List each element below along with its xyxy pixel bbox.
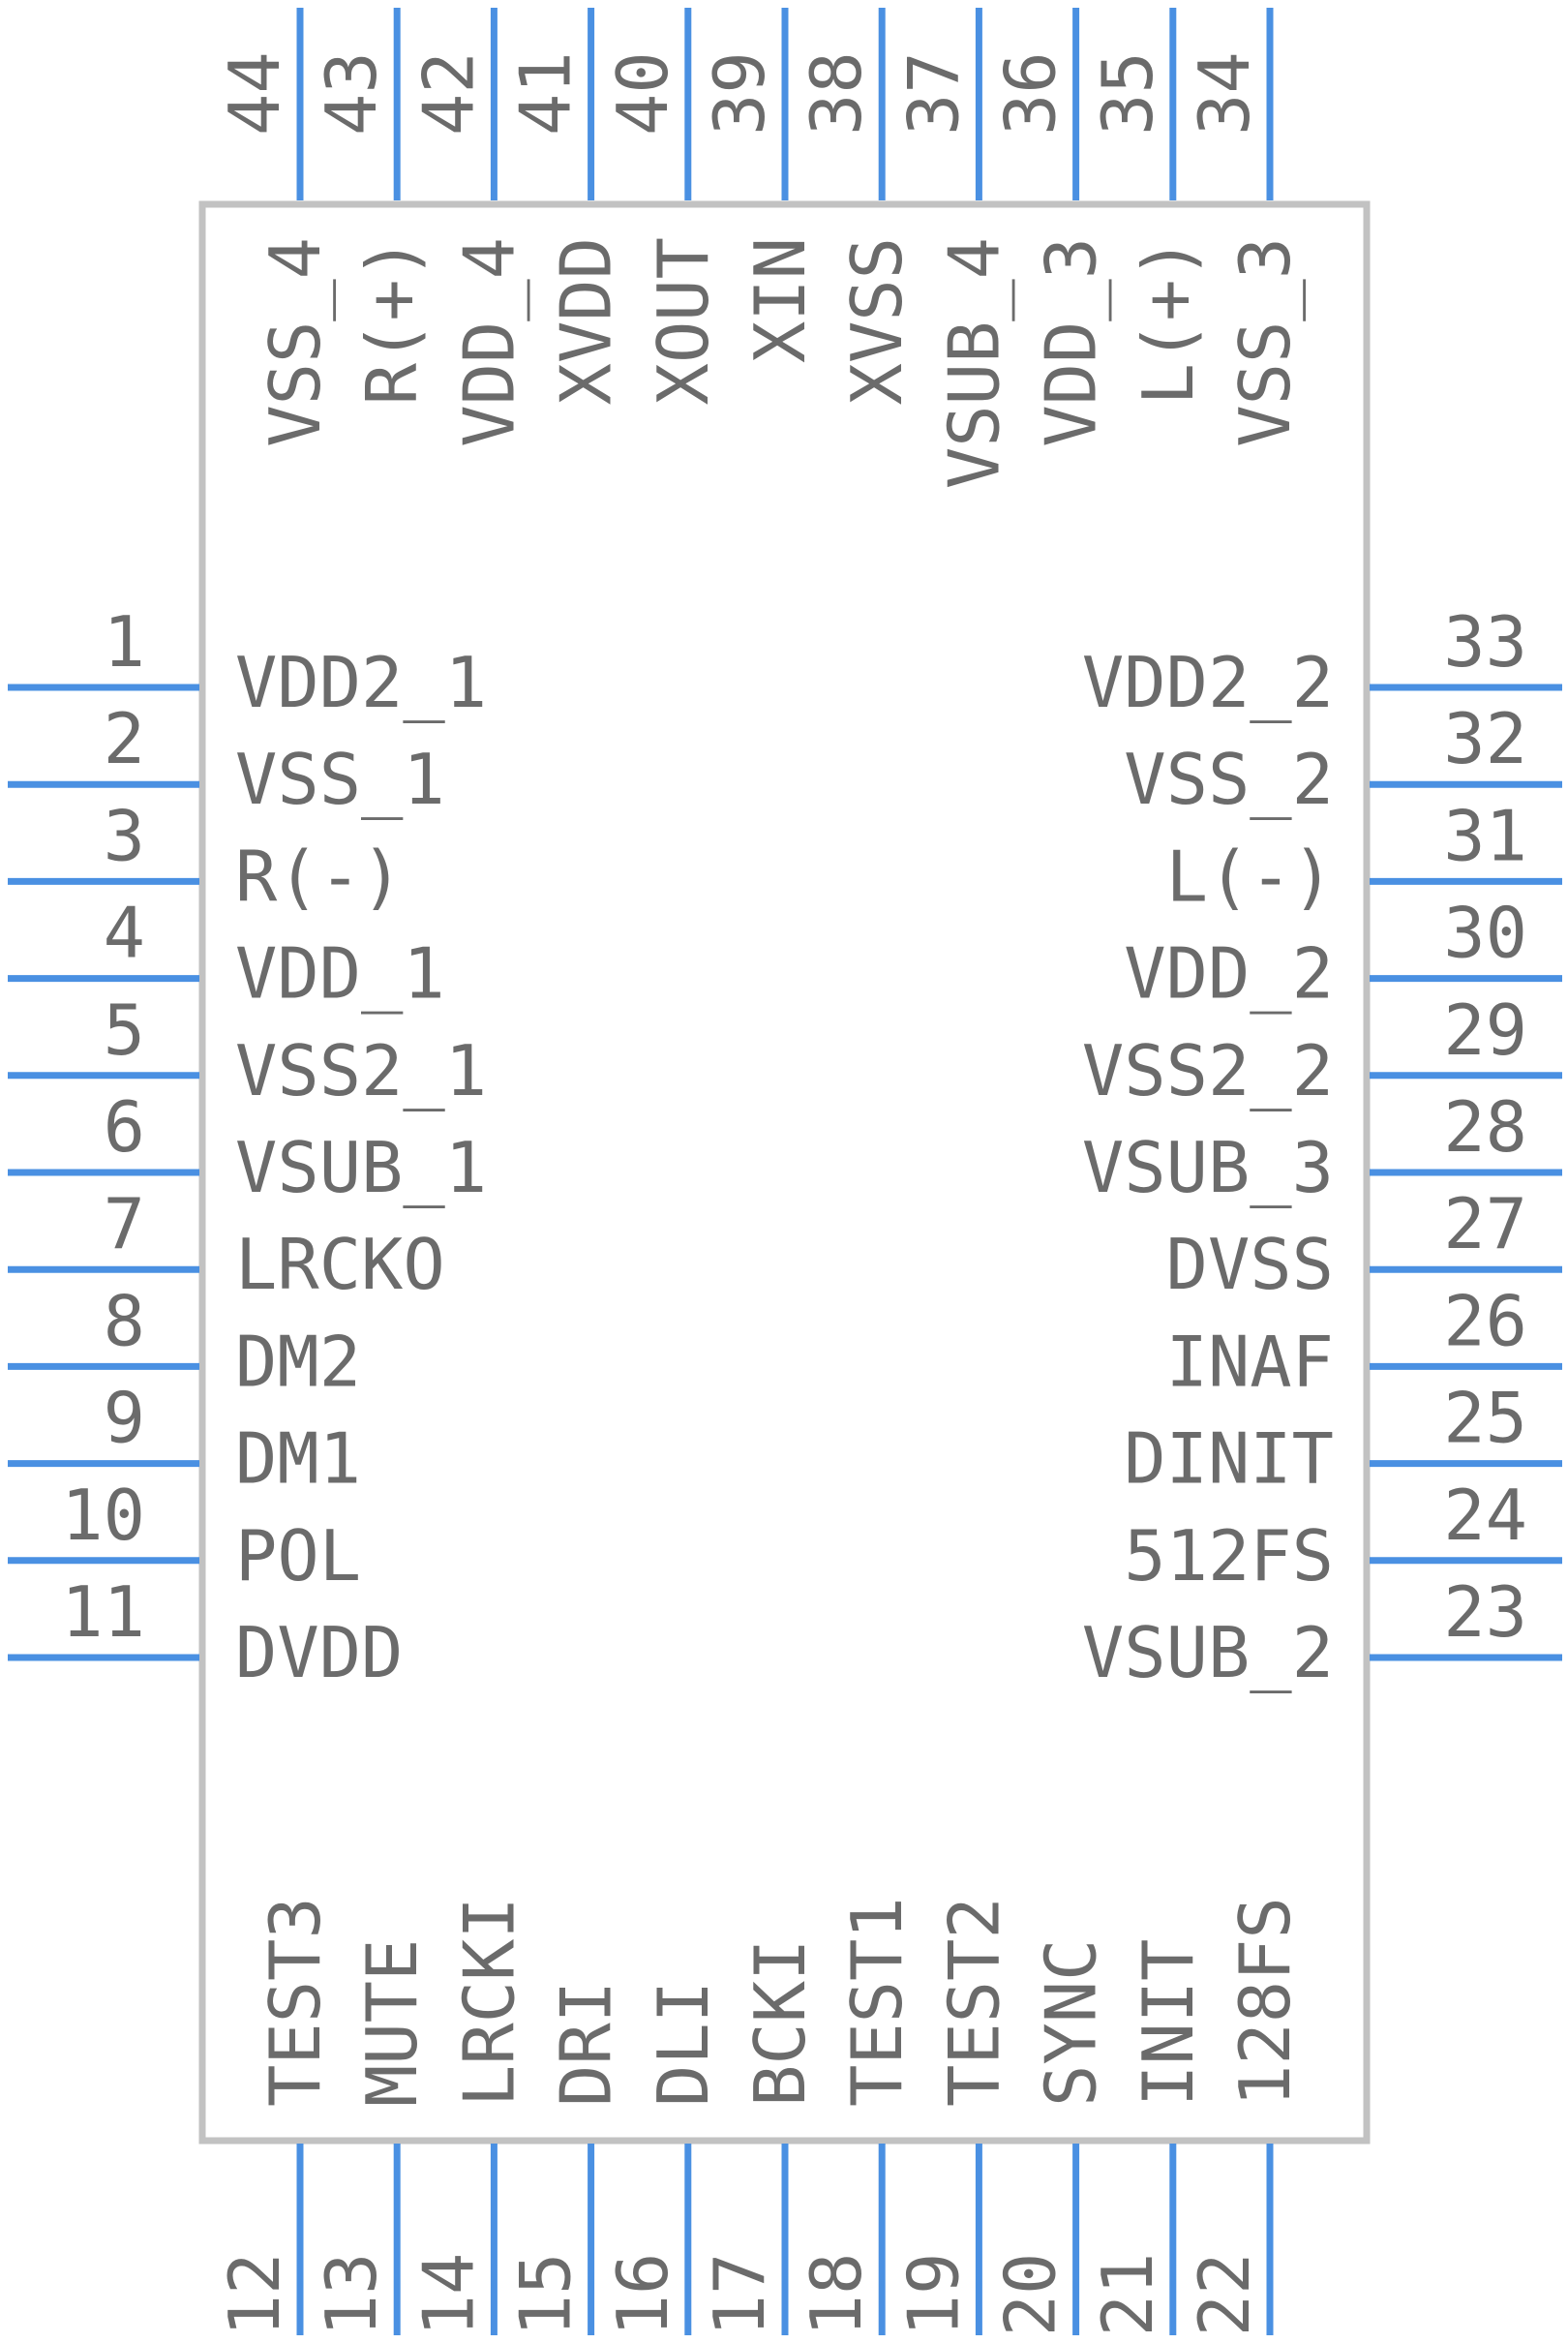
pin-number-28: 28 bbox=[1443, 1086, 1527, 1168]
pin-number-36: 36 bbox=[990, 51, 1071, 136]
pin-number-4: 4 bbox=[104, 893, 145, 974]
pin-number-24: 24 bbox=[1443, 1475, 1527, 1556]
pin-number-34: 34 bbox=[1184, 51, 1265, 136]
pin-number-30: 30 bbox=[1443, 893, 1527, 974]
pin-number-6: 6 bbox=[104, 1086, 145, 1168]
pin-label-38: XVSS bbox=[836, 237, 918, 405]
pin-label-18: TEST1 bbox=[836, 1897, 918, 2107]
pin-label-2: VSS_1 bbox=[235, 739, 445, 820]
pin-number-11: 11 bbox=[61, 1571, 145, 1653]
pin-number-15: 15 bbox=[505, 2253, 587, 2337]
pin-label-13: MUTE bbox=[351, 1939, 433, 2107]
pin-number-12: 12 bbox=[214, 2253, 295, 2337]
pin-number-43: 43 bbox=[311, 51, 392, 136]
pin-number-18: 18 bbox=[796, 2253, 877, 2337]
pin-number-27: 27 bbox=[1443, 1183, 1527, 1264]
pin-label-25: DINIT bbox=[1124, 1418, 1334, 1500]
pin-number-13: 13 bbox=[311, 2253, 392, 2337]
pin-label-24: 512FS bbox=[1124, 1515, 1334, 1597]
pin-number-29: 29 bbox=[1443, 989, 1527, 1071]
pin-number-17: 17 bbox=[699, 2253, 780, 2337]
pin-number-20: 20 bbox=[990, 2253, 1071, 2337]
pin-label-14: LRCKI bbox=[448, 1897, 529, 2107]
pin-label-5: VSS2_1 bbox=[235, 1030, 487, 1111]
pin-label-11: DVDD bbox=[235, 1612, 403, 1693]
pin-number-37: 37 bbox=[892, 51, 974, 136]
pin-number-38: 38 bbox=[796, 51, 877, 136]
pin-label-33: VDD2_2 bbox=[1082, 642, 1334, 723]
pin-label-21: INIT bbox=[1128, 1939, 1209, 2107]
pin-label-32: VSS_2 bbox=[1124, 739, 1334, 820]
pin-label-42: VDD_4 bbox=[448, 237, 529, 447]
pin-label-23: VSUB_2 bbox=[1082, 1612, 1334, 1693]
pin-number-32: 32 bbox=[1443, 698, 1527, 779]
pin-label-3: R(-) bbox=[235, 836, 403, 917]
pin-label-44: VSS_4 bbox=[255, 237, 336, 447]
pin-label-29: VSS2_2 bbox=[1082, 1030, 1334, 1111]
pin-number-39: 39 bbox=[699, 51, 780, 136]
pin-label-28: VSUB_3 bbox=[1082, 1127, 1334, 1208]
pin-number-22: 22 bbox=[1184, 2253, 1265, 2337]
pin-label-43: R(+) bbox=[351, 237, 433, 405]
pin-number-2: 2 bbox=[104, 698, 145, 779]
pin-label-26: INAF bbox=[1166, 1321, 1334, 1402]
pin-number-8: 8 bbox=[104, 1280, 145, 1361]
pin-label-7: LRCKO bbox=[235, 1224, 445, 1305]
pin-label-36: VDD_3 bbox=[1031, 237, 1112, 447]
pin-number-14: 14 bbox=[407, 2253, 489, 2337]
pin-label-15: DRI bbox=[546, 1981, 627, 2107]
pin-number-16: 16 bbox=[602, 2253, 683, 2337]
pin-number-3: 3 bbox=[104, 795, 145, 876]
pin-number-9: 9 bbox=[104, 1378, 145, 1459]
pin-number-33: 33 bbox=[1443, 601, 1527, 683]
pin-number-5: 5 bbox=[104, 989, 145, 1071]
pin-label-10: POL bbox=[235, 1515, 361, 1597]
pin-label-9: DM1 bbox=[235, 1418, 361, 1500]
pin-label-30: VDD_2 bbox=[1124, 933, 1334, 1015]
pin-label-35: L(+) bbox=[1128, 237, 1209, 405]
pin-label-16: DLI bbox=[643, 1981, 724, 2107]
pin-number-7: 7 bbox=[104, 1183, 145, 1264]
pin-label-34: VSS_3 bbox=[1224, 237, 1306, 447]
pin-label-27: DVSS bbox=[1166, 1224, 1334, 1305]
pin-label-1: VDD2_1 bbox=[235, 642, 487, 723]
pin-number-25: 25 bbox=[1443, 1378, 1527, 1459]
pin-label-31: L(-) bbox=[1166, 836, 1334, 917]
pin-label-19: TEST2 bbox=[933, 1897, 1014, 2107]
pin-number-35: 35 bbox=[1087, 51, 1168, 136]
pin-label-40: XOUT bbox=[643, 237, 724, 405]
pin-number-10: 10 bbox=[61, 1475, 145, 1556]
ic-body-outline bbox=[198, 200, 1371, 2145]
pin-label-12: TEST3 bbox=[255, 1897, 336, 2107]
pin-number-31: 31 bbox=[1443, 795, 1527, 876]
pin-label-17: BCKI bbox=[739, 1939, 821, 2107]
pin-label-41: XVDD bbox=[546, 237, 627, 405]
pin-label-6: VSUB_1 bbox=[235, 1127, 487, 1208]
pin-label-4: VDD_1 bbox=[235, 933, 445, 1015]
pin-label-22: 128FS bbox=[1224, 1897, 1306, 2107]
pin-number-41: 41 bbox=[505, 51, 587, 136]
pin-number-42: 42 bbox=[407, 51, 489, 136]
pin-label-20: SYNC bbox=[1031, 1939, 1112, 2107]
pin-number-40: 40 bbox=[602, 51, 683, 136]
pin-number-21: 21 bbox=[1087, 2253, 1168, 2337]
pin-label-8: DM2 bbox=[235, 1321, 361, 1402]
pin-label-37: VSUB_4 bbox=[933, 237, 1014, 489]
pin-label-39: XIN bbox=[739, 237, 821, 363]
pin-number-1: 1 bbox=[104, 601, 145, 683]
pin-number-26: 26 bbox=[1443, 1280, 1527, 1361]
pin-number-19: 19 bbox=[892, 2253, 974, 2337]
pin-number-23: 23 bbox=[1443, 1571, 1527, 1653]
pin-number-44: 44 bbox=[214, 51, 295, 136]
